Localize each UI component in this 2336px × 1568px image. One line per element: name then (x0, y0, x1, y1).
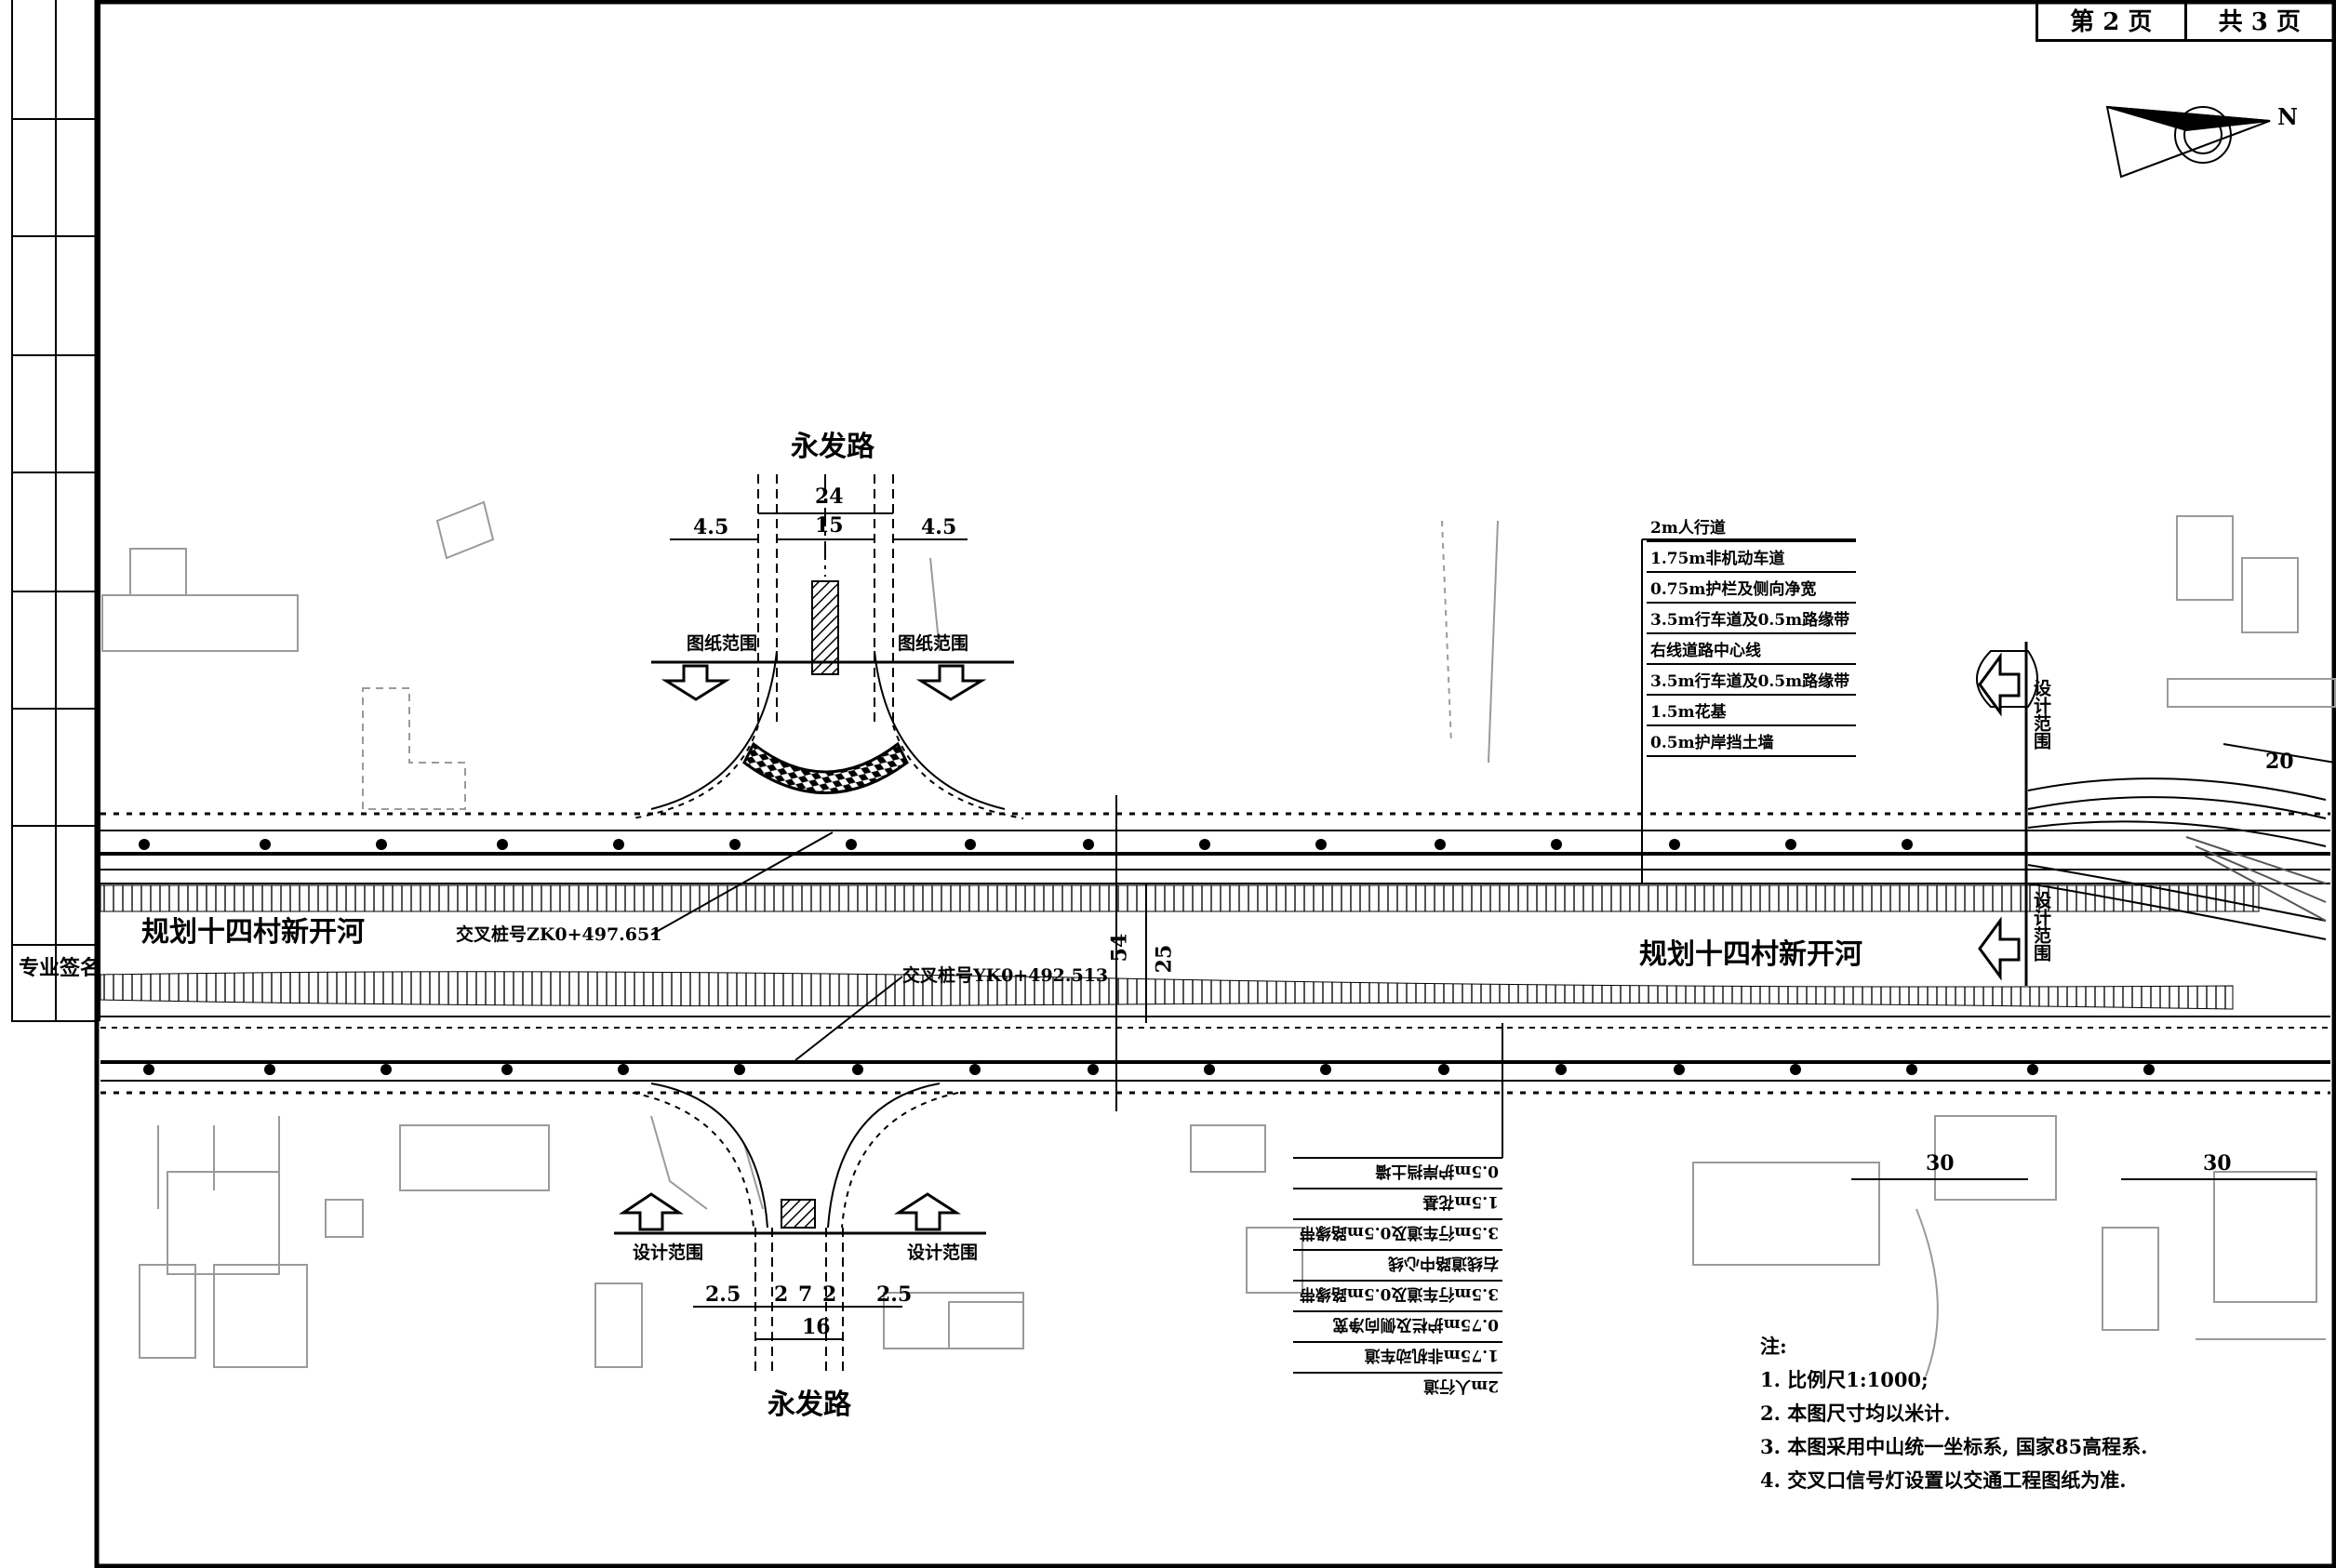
dim-right-3: 20 (2265, 750, 2294, 774)
range-arrows (619, 652, 2021, 1231)
main-road-north (100, 812, 2330, 884)
binding-label-major: 专业 (19, 956, 60, 980)
right-range-label-top: 设计范围 (2031, 679, 2051, 750)
note-item: 2. 本图尺寸均以米计. (1760, 1402, 1951, 1425)
note-item: 1. 比例尺1:1000; (1760, 1368, 1929, 1391)
binding-label-sign: 签名 (60, 956, 101, 980)
dim-south-right: 2.5 (876, 1282, 913, 1307)
dim-south-total: 16 (802, 1315, 831, 1339)
dim-right-1: 30 (1926, 1151, 1955, 1176)
river-label-left: 规划十四村新开河 (141, 916, 365, 949)
page-number-block: 第 2 页 共 3 页 (2036, 0, 2335, 42)
street-trees (139, 839, 2155, 1075)
total-pages: 共 3 页 (2183, 0, 2333, 39)
dim-south-part-a: 2 (774, 1282, 789, 1307)
dim-right-2: 30 (2203, 1151, 2232, 1176)
legend-row: 0.75m护栏及侧向净宽 (1293, 1310, 1502, 1341)
range-arrow-right-top (1978, 652, 2021, 717)
legend-row: 1.5m花基 (1293, 1188, 1502, 1218)
dim-north-total: 24 (815, 485, 844, 509)
right-range-label-bottom: 设计范围 (2031, 891, 2051, 962)
north-range-label-right: 图纸范围 (898, 633, 969, 654)
drawing-frame (94, 0, 2336, 1568)
current-page: 第 2 页 (2070, 7, 2153, 36)
north-road-name: 永发路 (791, 431, 874, 463)
legend-row: 3.5m行车道及0.5m路缘带 (1647, 665, 1856, 696)
main-road-south (100, 1016, 2330, 1095)
dim-north-left: 4.5 (693, 515, 729, 539)
dim-north-right: 4.5 (921, 515, 957, 539)
dim-river-width: 25 (1152, 944, 1177, 974)
intersection-zk-label: 交叉桩号ZK0+497.651 (456, 924, 662, 945)
range-arrow-sw (619, 1192, 684, 1231)
dim-cross-total: 54 (1107, 933, 1132, 963)
range-arrow-nw (661, 664, 731, 701)
dim-north-carriageway: 15 (815, 513, 844, 538)
dim-south-left: 2.5 (705, 1282, 741, 1307)
notes-title: 注: (1760, 1335, 1787, 1358)
background-parcels (101, 500, 2336, 1377)
legend-row: 3.5m行车道及0.5m路缘带 (1647, 604, 1856, 634)
legend-row: 0.75m护栏及侧向净宽 (1647, 573, 1856, 604)
legend-row: 1.75m非机动车道 (1293, 1341, 1502, 1372)
river (100, 884, 2260, 1010)
dim-south-part-c: 2 (822, 1282, 837, 1307)
north-arrow-label: N (2277, 103, 2298, 130)
legend-row: 0.5m护岸挡土墙 (1293, 1157, 1502, 1188)
legend-row: 1.75m非机动车道 (1647, 542, 1856, 573)
intersection-yk-label: 交叉桩号YK0+492.513 (902, 965, 1109, 986)
legend-row: 0.5m护岸挡土墙 (1647, 726, 1856, 757)
cross-section-legend-bottom: 2m人行道 1.75m非机动车道 0.75m护栏及侧向净宽 3.5m行车道及0.… (1293, 1157, 1502, 1402)
north-range-label-left: 图纸范围 (687, 633, 758, 654)
dim-south-part-b: 7 (798, 1282, 813, 1307)
south-range-label-right: 设计范围 (907, 1242, 979, 1263)
range-arrow-right-bottom (1978, 916, 2021, 981)
drawing-notes: 注: 1. 比例尺1:1000; 2. 本图尺寸均以米计. 3. 本图采用中山统… (1760, 1330, 2147, 1497)
right-junction (1976, 642, 2336, 986)
cross-section-legend-top: 2m人行道 1.75m非机动车道 0.75m护栏及侧向净宽 3.5m行车道及0.… (1647, 512, 1856, 757)
note-item: 4. 交叉口信号灯设置以交通工程图纸为准. (1760, 1468, 2127, 1492)
river-label-right: 规划十四村新开河 (1639, 938, 1862, 971)
binding-grid (11, 0, 95, 1022)
legend-row: 3.5m行车道及0.5m路缘带 (1293, 1218, 1502, 1249)
south-road (614, 1083, 986, 1376)
legend-row: 右线道路中心线 (1293, 1249, 1502, 1280)
north-arrow-icon (2105, 105, 2271, 179)
cross-dimension (1115, 795, 1147, 1111)
legend-row: 2m人行道 (1647, 512, 1856, 542)
south-range-label-left: 设计范围 (633, 1242, 704, 1263)
north-road (632, 474, 1024, 819)
legend-row: 3.5m行车道及0.5m路缘带 (1293, 1280, 1502, 1310)
legend-row: 2m人行道 (1293, 1372, 1502, 1402)
range-arrow-se (893, 1192, 962, 1231)
legend-row: 右线道路中心线 (1647, 634, 1856, 665)
leader-lines (650, 538, 2316, 1180)
range-arrow-ne (915, 664, 987, 701)
legend-row: 1.5m花基 (1647, 696, 1856, 726)
note-item: 3. 本图采用中山统一坐标系, 国家85高程系. (1760, 1435, 2148, 1458)
south-road-name: 永发路 (768, 1389, 851, 1421)
